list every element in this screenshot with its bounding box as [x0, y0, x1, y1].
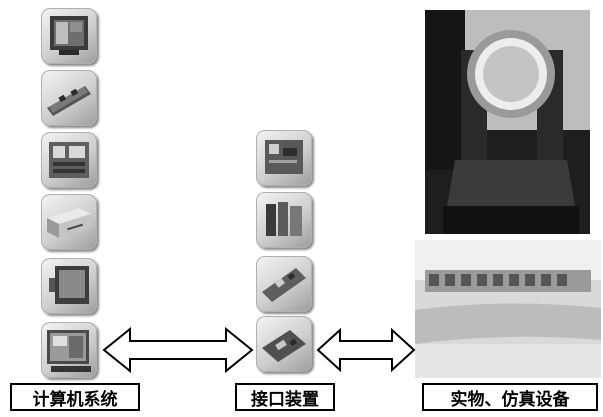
computer-device-cpu-board — [41, 132, 97, 188]
motion-turntable-photo — [425, 10, 590, 234]
workstation-icon — [47, 330, 91, 372]
interface-device-card — [256, 130, 312, 186]
computer-device-workstation — [41, 322, 97, 378]
computer-device-chassis — [41, 194, 97, 250]
control-room-photo-frame — [415, 240, 601, 378]
control-room-photo — [415, 240, 601, 378]
interface-device-label: 接口装置 — [235, 383, 335, 411]
io-board-icon — [262, 330, 306, 362]
panel-display-icon — [49, 266, 89, 304]
rack-chassis-icon — [47, 208, 91, 238]
equipment-label: 实物、仿真设备 — [422, 383, 598, 411]
interface-device-pcb — [256, 256, 312, 312]
interface-device-io — [256, 316, 312, 372]
turntable-photo — [425, 10, 590, 234]
interface-card-icon — [265, 140, 303, 174]
double-arrow-computer-interface — [102, 326, 254, 374]
computer-device-board — [41, 70, 97, 126]
computer-device-panel — [41, 258, 97, 314]
computer-device-monitor — [41, 8, 97, 64]
circuit-board-icon — [47, 86, 91, 116]
double-arrow-interface-equipment — [316, 327, 416, 373]
interface-device-cage — [256, 192, 312, 248]
pcb-card-icon — [262, 268, 306, 302]
monitor-icon — [50, 16, 88, 55]
card-cage-icon — [266, 202, 302, 236]
computer-system-label: 计算机系统 — [10, 383, 140, 411]
cpu-board-icon — [49, 142, 89, 178]
